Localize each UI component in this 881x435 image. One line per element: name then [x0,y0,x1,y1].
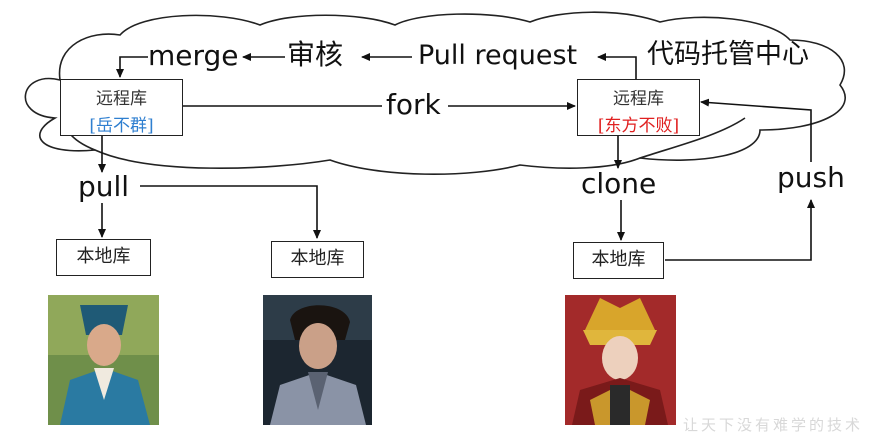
watermark: 让天下没有难学的技术 [683,416,864,434]
local-repo-1: 本地库 [56,239,151,276]
remote-repo-left-owner: [岳不群] [89,116,154,136]
local-repo-3: 本地库 [573,242,664,279]
push-label: push [777,161,845,194]
fork-label: fork [386,88,441,121]
pull-label: pull [78,170,130,203]
remote-repo-right-owner: [东方不败] [597,116,680,136]
push-up-arrow [665,199,815,261]
remote-repo-right-title: 远程库 [613,89,664,109]
portrait-dongfang-bubai [565,295,676,425]
merge-to-remote-arrow [116,56,148,78]
remote-repo-left-title: 远程库 [96,89,147,109]
portrait-yue-buqun [48,295,159,425]
pull-request-label: Pull request [418,40,578,71]
review-label: 审核 [287,38,344,71]
remote-repo-right: 远程库 [东方不败] [577,79,700,136]
hosting-center-label: 代码托管中心 [647,39,809,70]
connectors [98,53,815,261]
push-to-remote-arrow [700,98,812,162]
remote-repo-left: 远程库 [岳不群] [60,79,183,136]
local-repo-2: 本地库 [271,241,364,278]
merge-label: merge [148,39,239,72]
portrait-linghu-chong [263,295,372,425]
pull-request-arrow [597,53,637,80]
pull-to-local2-arrow [140,185,321,239]
clone-label: clone [581,167,657,200]
